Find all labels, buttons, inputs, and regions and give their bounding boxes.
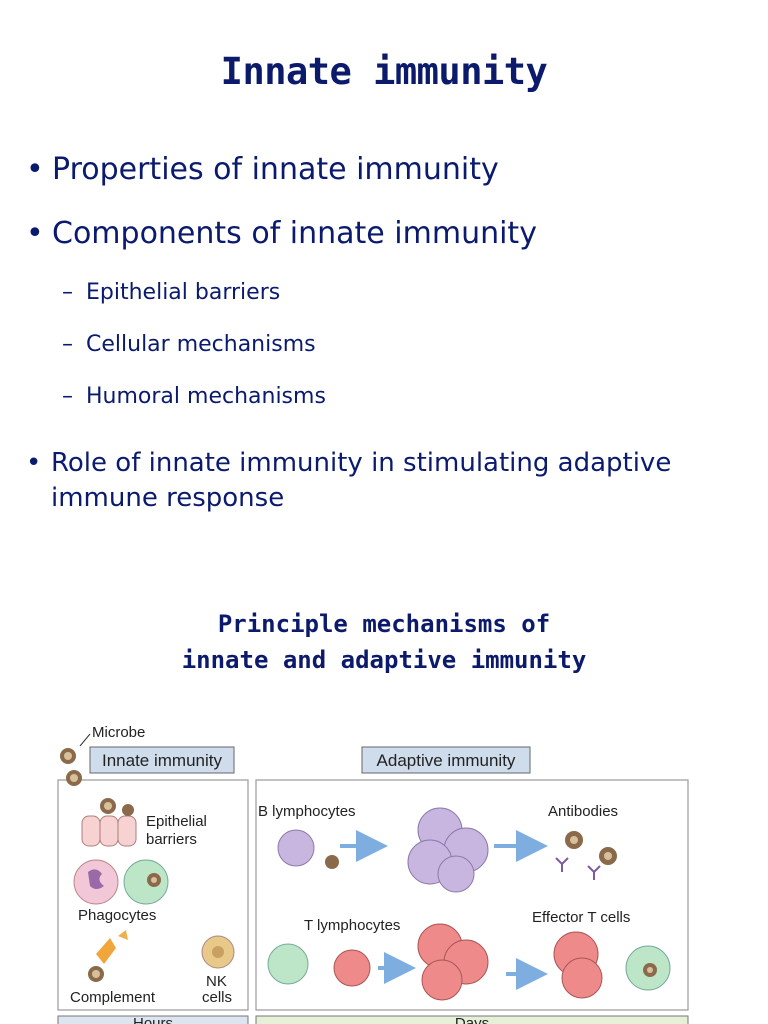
nk-label-2: cells [202,989,232,1006]
hours-label: Hours [133,1015,173,1024]
innate-header: Innate immunity [102,751,222,770]
complement-icon [88,930,128,982]
sub-bullet-epithelial: –Epithelial barriers [62,280,280,305]
epithelial-cells-icon [81,798,137,847]
bullet-role: • Role of innate immunity in stimulating… [26,446,731,516]
bullet-text: Properties of innate immunity [52,152,499,187]
sub-bullet-cellular: –Cellular mechanisms [62,332,316,357]
epithelial-label-2: barriers [146,831,197,848]
nk-cell-icon [201,935,235,969]
t-lymphocyte-icon [267,943,371,987]
complement-label: Complement [70,989,156,1006]
b-clone-icon [407,807,489,893]
antibodies-label: Antibodies [548,803,618,820]
innate-header-box [89,746,235,774]
effector-t-cell-icon [553,931,671,999]
slide-title: Principle mechanisms of innate and adapt… [0,606,768,678]
b-lymphocytes-label: B lymphocytes [258,803,356,820]
phagocytes-label: Phagocytes [78,907,156,924]
microbe-pointer [79,733,91,747]
b-lymphocyte-icon [277,829,339,869]
slide-2: Principle mechanisms of innate and adapt… [0,512,768,1024]
title-line-1: Principle mechanisms of [217,610,551,638]
title-line-2: innate and adaptive immunity [181,646,587,674]
dash: – [62,332,73,357]
sub-bullet-humoral: –Humoral mechanisms [62,384,326,409]
effector-t-cells-label: Effector T cells [532,909,630,926]
sub-bullet-text: Cellular mechanisms [86,332,316,357]
bullet-properties: •Properties of innate immunity [26,152,499,187]
hours-bar [57,1015,249,1024]
bullet-dot: • [26,216,44,251]
dash: – [62,384,73,409]
dash: – [62,280,73,305]
t-lymphocytes-label: T lymphocytes [304,917,400,934]
bullet-components: •Components of innate immunity [26,216,537,251]
days-label: Days [455,1015,489,1024]
bullet-text: Role of innate immunity in stimulating a… [51,448,672,513]
bullet-dot: • [26,152,44,187]
adaptive-header-box [361,746,531,774]
phagocyte-icon [73,859,169,905]
bullet-text: Components of innate immunity [52,216,537,251]
microbe-label: Microbe [92,724,145,741]
nk-label-1: NK [206,973,227,990]
immunity-diagram: Innate immunity Adaptive immunity Microb… [57,724,689,1024]
microbe-icon [60,748,82,786]
adaptive-header: Adaptive immunity [377,751,516,770]
sub-bullet-text: Humoral mechanisms [86,384,326,409]
antibodies-icon [555,831,617,880]
t-clone-icon [417,923,489,1001]
sub-bullet-text: Epithelial barriers [86,280,281,305]
bullet-dot: • [26,448,42,478]
slide-title: Innate immunity [220,50,548,93]
slide-1: Innate immunity •Properties of innate im… [26,50,671,513]
days-bar [255,1015,689,1024]
epithelial-label-1: Epithelial [146,813,207,830]
